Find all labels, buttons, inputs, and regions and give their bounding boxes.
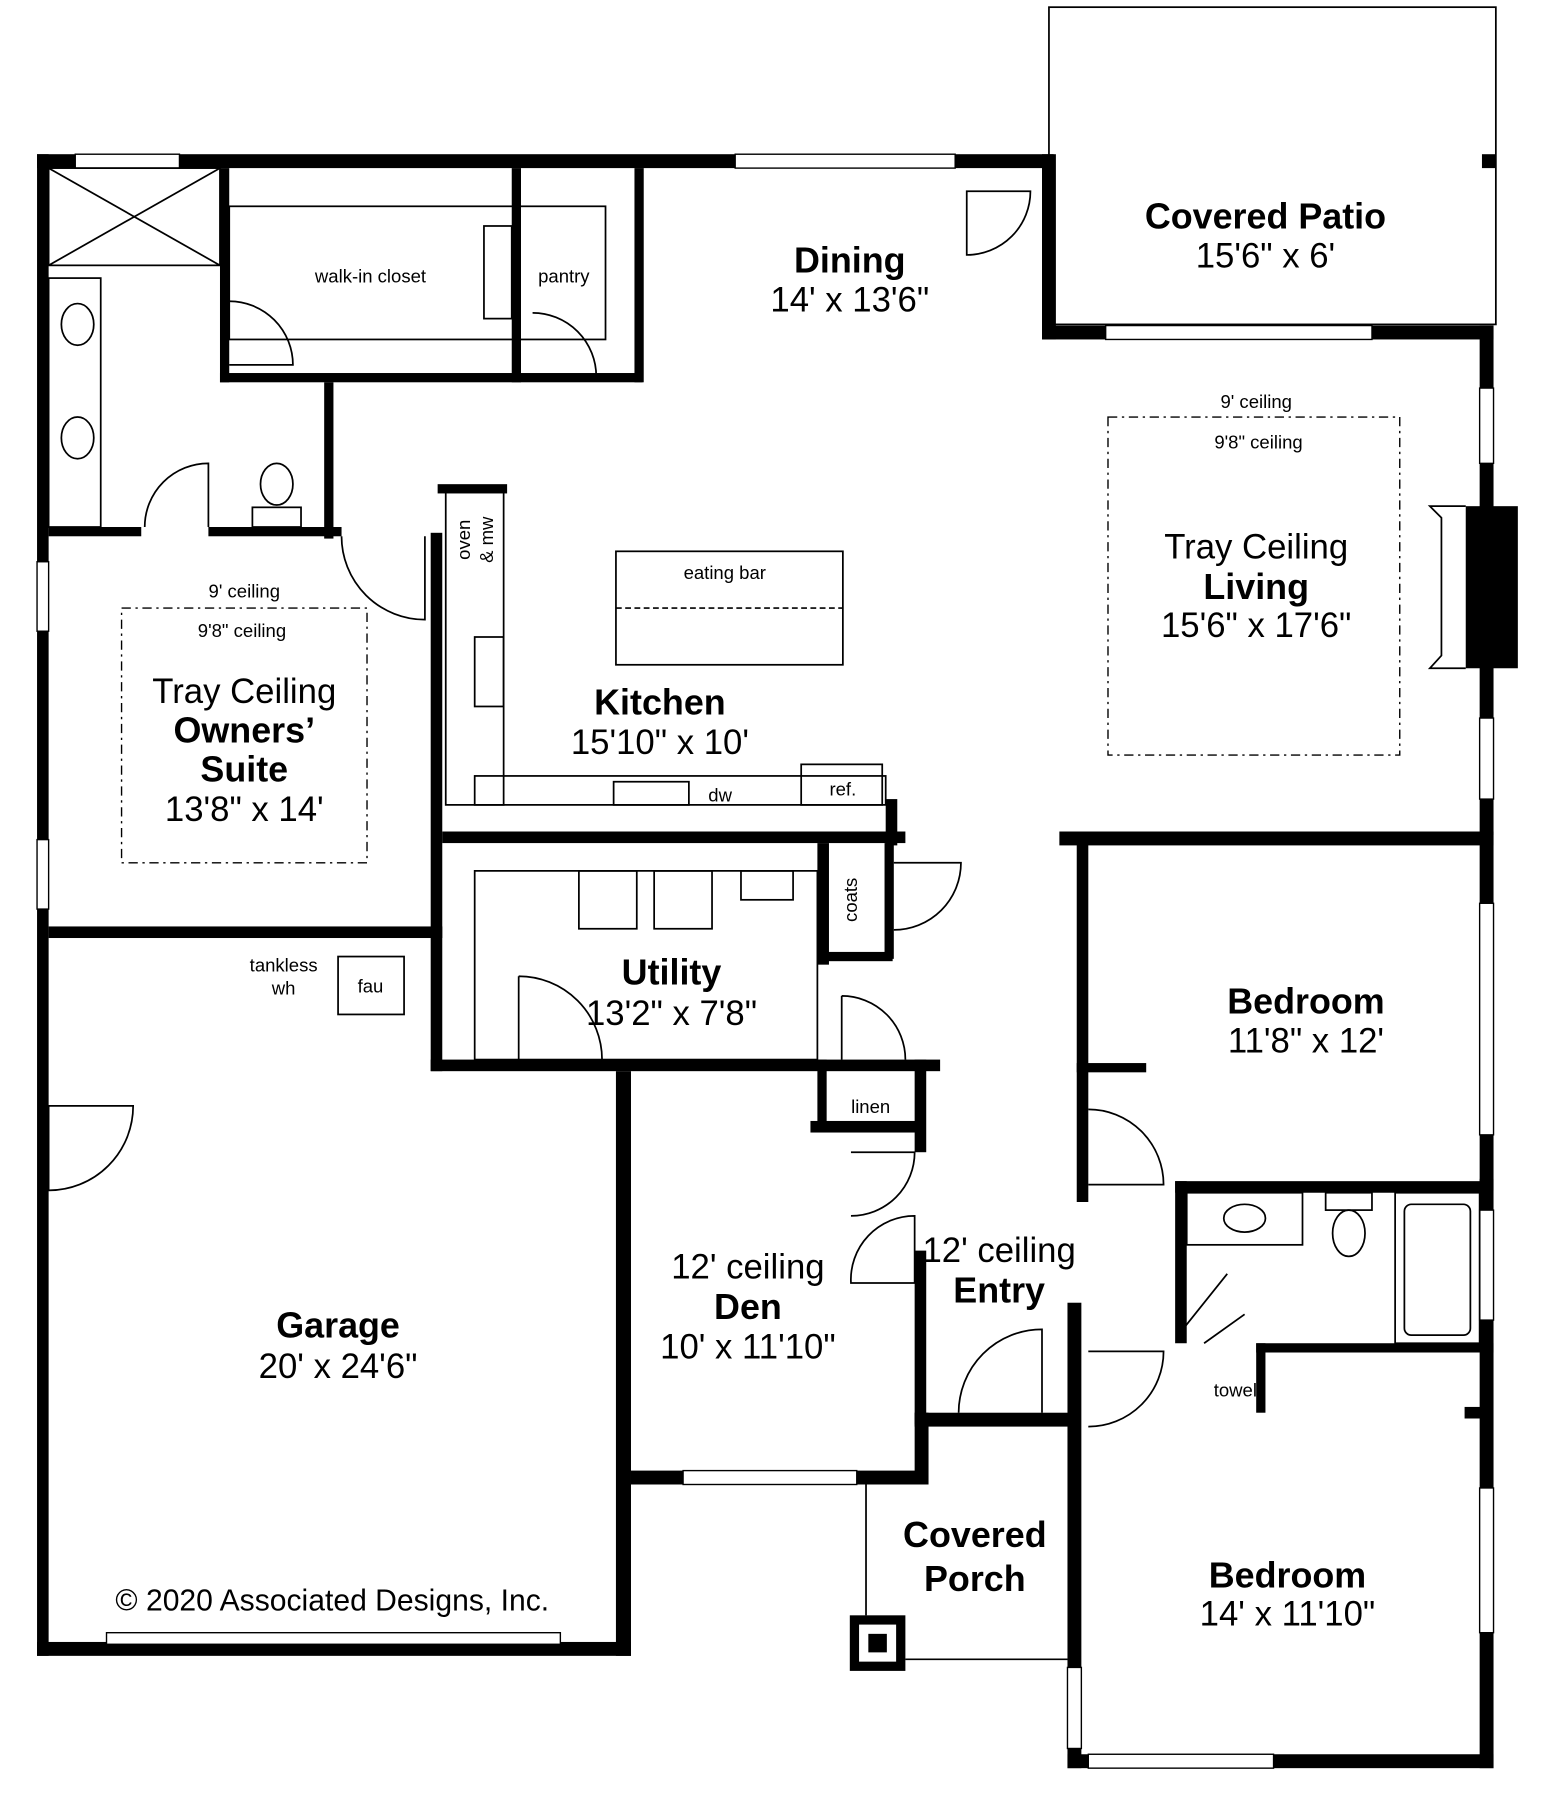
kitchen-sink bbox=[612, 780, 690, 806]
toilet bbox=[1331, 1209, 1366, 1258]
oven-label-1: oven bbox=[453, 520, 474, 560]
sink bbox=[1222, 1203, 1267, 1233]
washer bbox=[578, 870, 638, 930]
kitchen-size: 15'10" x 10' bbox=[571, 724, 749, 762]
linen-label: linen bbox=[851, 1096, 890, 1117]
utility-size: 13'2" x 7'8" bbox=[586, 995, 757, 1033]
walk-in-closet-label: walk-in closet bbox=[314, 266, 427, 287]
dining-name: Dining bbox=[794, 240, 906, 280]
refrigerator bbox=[800, 763, 884, 806]
tankless-label-2: wh bbox=[271, 978, 296, 999]
copyright: © 2020 Associated Designs, Inc. bbox=[115, 1585, 549, 1618]
porch-name-1: Covered bbox=[903, 1515, 1047, 1555]
owners-name-1: Owners’ bbox=[174, 710, 316, 750]
den-name: Den bbox=[714, 1287, 782, 1327]
living-size: 15'6" x 17'6" bbox=[1161, 607, 1351, 645]
owners-ceiling-outer: 9' ceiling bbox=[209, 581, 280, 602]
interior-walls bbox=[48, 168, 1494, 1425]
garage-name: Garage bbox=[276, 1305, 400, 1345]
sink bbox=[60, 416, 95, 460]
owners-size: 13'8" x 14' bbox=[165, 791, 324, 829]
kitchen-name: Kitchen bbox=[594, 683, 726, 723]
sink bbox=[60, 302, 95, 347]
vanity bbox=[47, 277, 102, 528]
ref-label: ref. bbox=[829, 779, 856, 800]
covered-patio-name: Covered Patio bbox=[1145, 196, 1386, 236]
closet-shelving bbox=[228, 205, 607, 341]
living-tray-ceiling bbox=[1107, 416, 1401, 756]
dryer bbox=[653, 870, 713, 930]
living-ceiling: Tray Ceiling bbox=[1164, 528, 1348, 566]
covered-patio-outline bbox=[1048, 6, 1497, 326]
windows bbox=[36, 153, 1495, 1769]
towel-label: towel bbox=[1214, 1380, 1257, 1401]
toilet bbox=[259, 462, 294, 506]
entry-ceiling: 12' ceiling bbox=[922, 1232, 1075, 1270]
tankless-label-1: tankless bbox=[250, 955, 318, 976]
utility-name: Utility bbox=[622, 952, 722, 992]
den-ceiling: 12' ceiling bbox=[671, 1248, 824, 1286]
owners-ceiling: Tray Ceiling bbox=[152, 673, 336, 711]
fireplace bbox=[1465, 506, 1518, 669]
shower bbox=[47, 167, 221, 267]
eating-bar-label: eating bar bbox=[684, 562, 766, 583]
oven-label-2: & mw bbox=[476, 516, 497, 563]
den-size: 10' x 11'10" bbox=[660, 1328, 836, 1366]
owners-name-2: Suite bbox=[200, 750, 288, 790]
pantry-label: pantry bbox=[538, 266, 590, 287]
doors bbox=[47, 190, 1246, 1428]
coats-label: coats bbox=[840, 878, 861, 922]
bedroom1-name: Bedroom bbox=[1227, 981, 1384, 1021]
utility-counter bbox=[473, 870, 819, 1061]
bedroom2-size: 14' x 11'10" bbox=[1200, 1596, 1376, 1634]
living-ceiling-inner: 9'8" ceiling bbox=[1214, 431, 1302, 452]
cooktop bbox=[473, 636, 505, 708]
dw-label: dw bbox=[708, 784, 732, 805]
living-ceiling-outer: 9' ceiling bbox=[1220, 391, 1291, 412]
garage-size: 20' x 24'6" bbox=[259, 1348, 418, 1386]
fixtures bbox=[47, 167, 1518, 1671]
dining-size: 14' x 13'6" bbox=[770, 282, 929, 320]
bathtub bbox=[1394, 1191, 1481, 1345]
bedroom2-name: Bedroom bbox=[1209, 1556, 1366, 1596]
covered-patio-size: 15'6" x 6' bbox=[1196, 238, 1335, 276]
utility-sink bbox=[740, 870, 794, 901]
fixture-labels: walk-in closet pantry eating bar oven & … bbox=[250, 266, 1257, 1401]
entry-name: Entry bbox=[953, 1271, 1045, 1311]
room-labels: Covered Patio 15'6" x 6' Dining 14' x 13… bbox=[152, 196, 1386, 1633]
fau-label: fau bbox=[358, 975, 384, 996]
living-name: Living bbox=[1203, 567, 1309, 607]
bedroom1-size: 11'8" x 12' bbox=[1228, 1023, 1384, 1061]
fau-box bbox=[337, 955, 405, 1016]
owners-ceiling-inner: 9'8" ceiling bbox=[198, 620, 286, 641]
porch-name-2: Porch bbox=[924, 1559, 1026, 1599]
